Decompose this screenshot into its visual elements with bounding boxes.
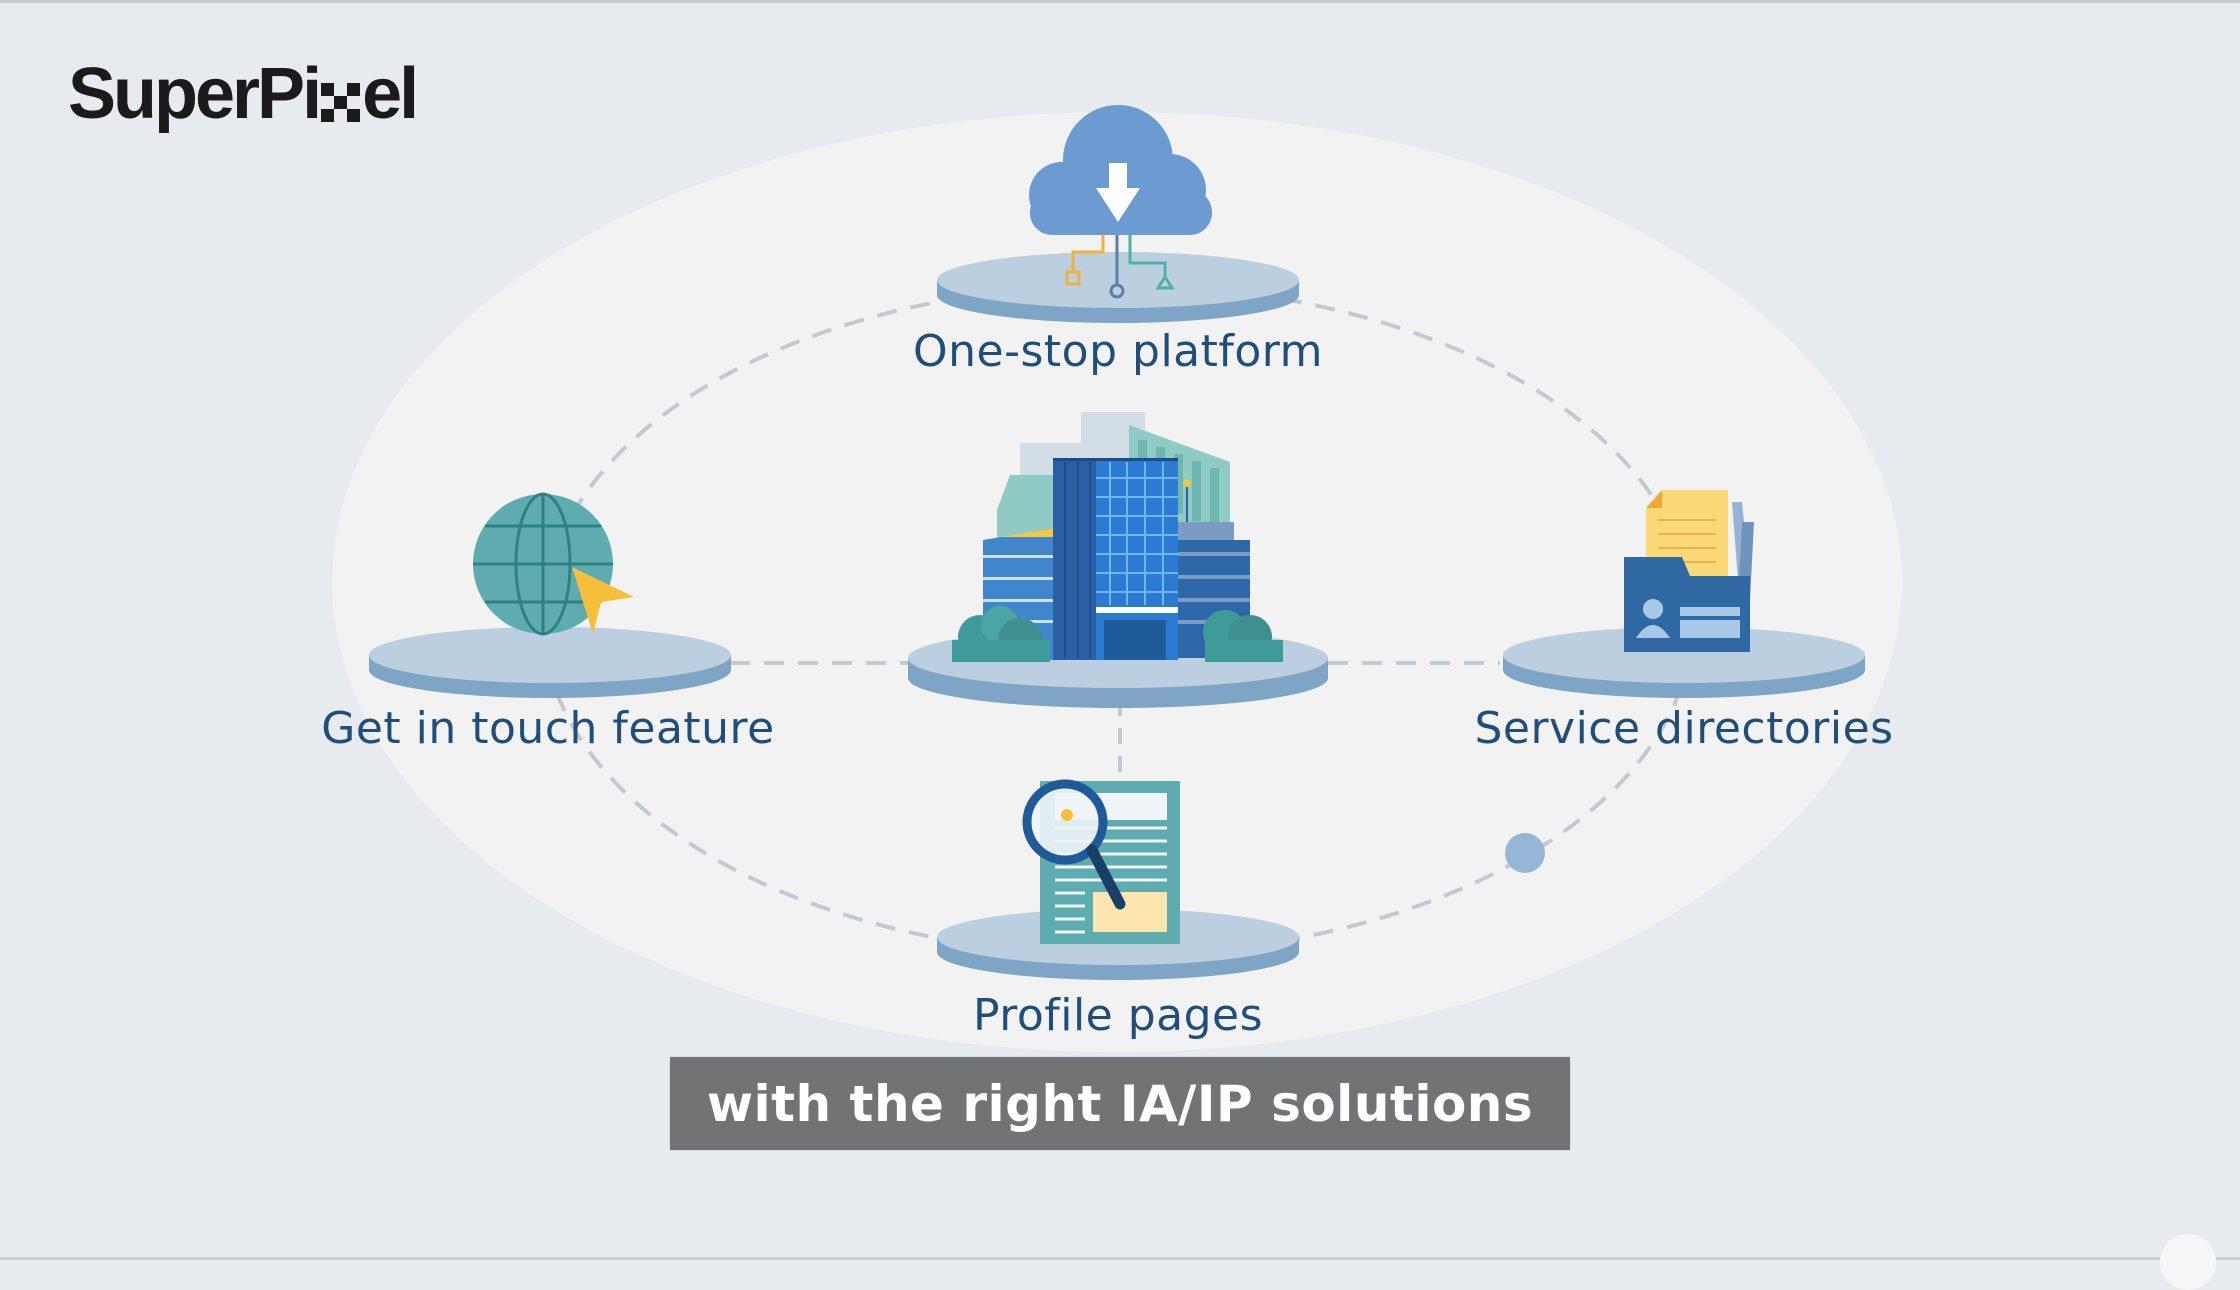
node-label-right: Service directories (1474, 703, 1894, 754)
office-buildings-icon (952, 412, 1283, 662)
subtitle-caption: with the right IA/IP solutions (670, 1057, 1570, 1150)
node-right (1503, 490, 1865, 698)
subtitle-text: with the right IA/IP solutions (706, 1074, 1534, 1133)
platform-top (937, 252, 1299, 323)
logo-checkered-x-icon (321, 83, 361, 122)
node-label-top: One-stop platform (913, 326, 1323, 377)
globe-cursor-icon (473, 492, 634, 636)
top-border (0, 0, 2240, 3)
document-search-icon (1022, 779, 1180, 944)
superpixel-logo: SuperPi el (68, 54, 419, 134)
node-left (369, 492, 731, 698)
platform-right (1503, 627, 1865, 698)
progress-dot (1505, 833, 1545, 873)
cloud-download-icon (1029, 105, 1212, 299)
folder-contacts-icon (1624, 490, 1754, 652)
platform-left (369, 627, 731, 698)
node-label-left: Get in touch feature (321, 703, 775, 754)
node-bottom (937, 779, 1299, 980)
node-label-bottom: Profile pages (972, 990, 1264, 1041)
bottom-border (0, 1257, 2240, 1260)
node-top (937, 105, 1299, 323)
bush-right (1203, 610, 1283, 662)
node-center (908, 412, 1328, 708)
logo-text-suffix: el (362, 54, 419, 134)
bush-left (952, 606, 1050, 662)
diagram-scene (332, 105, 1902, 1052)
logo-text-prefix: SuperPi (68, 54, 322, 134)
